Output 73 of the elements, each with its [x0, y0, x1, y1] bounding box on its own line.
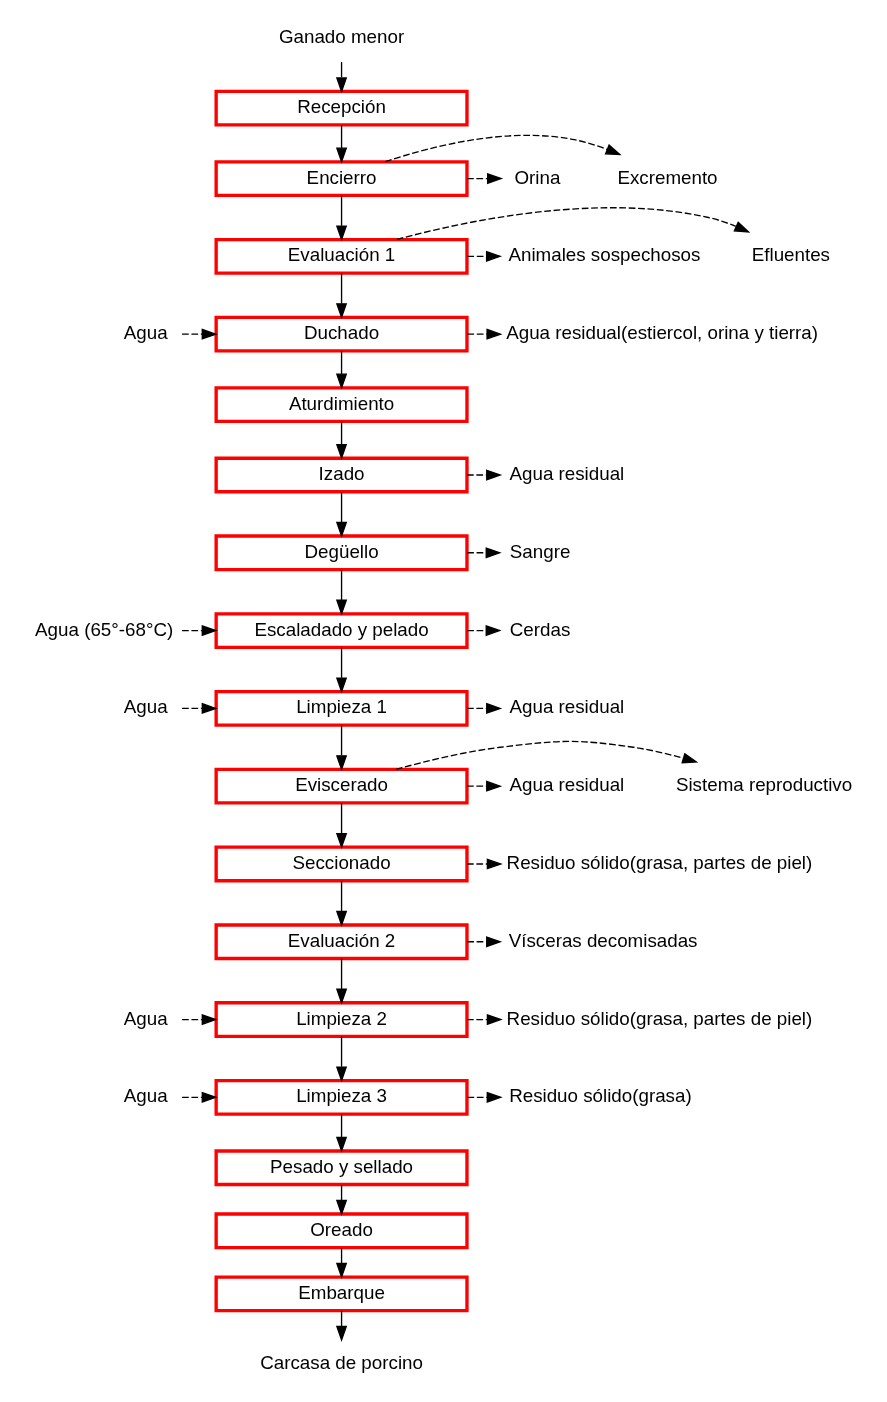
- node-text: Agua: [123, 1007, 168, 1029]
- node-box: Encierro: [214, 160, 469, 197]
- node-box: Duchado: [214, 315, 469, 353]
- arrow: [181, 1091, 218, 1103]
- node-text: Residuo sólido(grasa): [509, 1085, 692, 1107]
- node-box: Pesado y sellado: [214, 1149, 469, 1187]
- node-box: Recepción: [214, 89, 469, 127]
- arrow: [466, 858, 503, 870]
- node-text: Agua: [123, 696, 168, 718]
- arrow: [466, 702, 503, 714]
- arrow: [335, 802, 348, 850]
- arrow: [335, 272, 348, 320]
- node-text: Sangre: [509, 540, 571, 562]
- node-text: Efluentes: [751, 244, 831, 266]
- arrow: [181, 1013, 218, 1026]
- node-text: Residuo sólido(grasa, partes de piel): [506, 851, 813, 873]
- arrow: [384, 134, 622, 163]
- node-box: Degüello: [214, 534, 469, 572]
- arrow: [466, 936, 503, 948]
- node-box: Eviscerado: [214, 767, 469, 805]
- node-box: Escaladado y pelado: [214, 612, 469, 650]
- arrow: [335, 1113, 348, 1153]
- arrow: [335, 491, 348, 538]
- arrow: [335, 350, 348, 390]
- arrow: [466, 1013, 503, 1026]
- arrow: [466, 328, 503, 340]
- arrow: [335, 124, 348, 164]
- node-box: Limpieza 1: [214, 689, 469, 727]
- node-text: Excremento: [617, 166, 718, 188]
- node-box: Embarque: [214, 1275, 469, 1313]
- node-box: Evaluación 2: [214, 923, 469, 961]
- arrow: [335, 646, 348, 694]
- arrow: [466, 780, 503, 792]
- arrow: [335, 194, 348, 242]
- arrow: [335, 724, 348, 772]
- arrow: [181, 702, 218, 714]
- arrow: [466, 250, 503, 262]
- node-text: Agua residual: [509, 696, 625, 718]
- arrow: [395, 740, 699, 771]
- arrow: [335, 880, 348, 927]
- node-text: Agua residual: [509, 774, 625, 796]
- node-box: Limpieza 2: [214, 1001, 469, 1038]
- arrow: [466, 1091, 503, 1103]
- node-box: Limpieza 3: [214, 1078, 469, 1116]
- arrow: [466, 547, 502, 559]
- arrow: [466, 172, 504, 185]
- node-text: Sistema reproductivo: [675, 774, 853, 796]
- node-box: Evaluación 1: [214, 237, 469, 275]
- node-text: Vísceras decomisadas: [508, 929, 698, 951]
- node-text: Agua: [123, 322, 168, 344]
- node-box: Izado: [214, 456, 469, 494]
- node-text: Residuo sólido(grasa, partes de piel): [506, 1007, 813, 1029]
- node-text: Carcasa de porcino: [260, 1352, 423, 1374]
- node-text: Agua residual(estiercol, orina y tierra): [506, 322, 819, 344]
- arrow: [335, 958, 348, 1005]
- arrow: [335, 569, 348, 616]
- node-box: Oreado: [214, 1212, 469, 1250]
- node-text: Animales sospechosos: [508, 244, 701, 266]
- node-text: Agua residual: [509, 462, 625, 484]
- node-box: Aturdimiento: [214, 386, 469, 424]
- node-text: Cerdas: [509, 618, 571, 640]
- node-box: Seccionado: [214, 845, 469, 883]
- node-text: Orina: [514, 166, 561, 188]
- arrow: [335, 1035, 348, 1083]
- arrow: [396, 207, 751, 241]
- arrow: [335, 420, 348, 461]
- node-text: Ganado menor: [278, 25, 405, 47]
- arrow: [466, 469, 503, 481]
- node-text: Agua (65°-68°C): [35, 618, 174, 640]
- arrow: [466, 624, 502, 637]
- arrow: [181, 328, 218, 340]
- arrow: [181, 624, 218, 637]
- node-text: Agua: [123, 1085, 168, 1107]
